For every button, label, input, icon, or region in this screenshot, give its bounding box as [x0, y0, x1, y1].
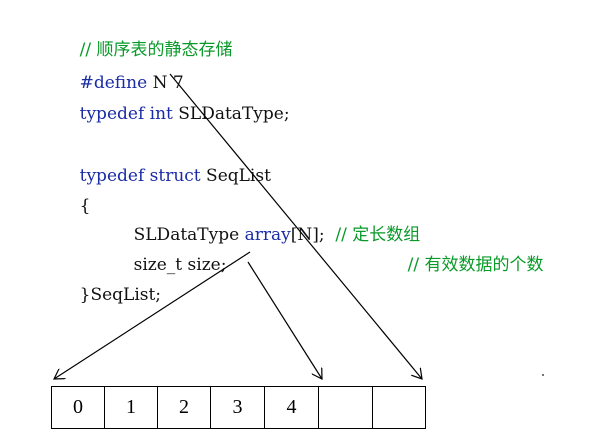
keyword-int: int	[144, 104, 173, 124]
array-comment: // 定长数组	[335, 225, 421, 245]
size-comment: // 有效数据的个数	[407, 255, 544, 275]
code-line-size-comment: // 有效数据的个数	[386, 235, 544, 295]
keyword-define: #define	[79, 73, 148, 93]
array-cell-3: 3	[211, 386, 265, 429]
array-cell-6	[373, 386, 426, 429]
arrow-size-to-end	[247, 261, 322, 379]
arrow-array-to-start	[54, 251, 251, 379]
code-line-typedef-int: typedef int SLDataType;	[58, 84, 290, 144]
code-line-typedef-struct: typedef struct SeqList	[58, 146, 271, 206]
open-brace: {	[79, 196, 91, 216]
array-cell-4: 4	[265, 386, 319, 429]
code-line-array-member: SLDataType array[N]; // 定长数组	[112, 205, 421, 265]
keyword-struct: struct	[144, 166, 201, 186]
array-cell-5	[319, 386, 373, 429]
define-rest: N 7	[147, 73, 184, 93]
array-cell-1: 1	[105, 386, 158, 429]
comment-text: // 顺序表的静态存储	[79, 40, 233, 60]
code-line-close: }SeqList;	[58, 265, 161, 325]
close-struct: }SeqList;	[79, 285, 162, 305]
keyword-typedef-2: typedef	[79, 166, 145, 186]
keyword-typedef: typedef	[79, 104, 145, 124]
struct-name: SeqList	[200, 166, 271, 186]
array-cell-0: 0	[51, 386, 105, 429]
member-type: SLDataType	[133, 225, 240, 245]
size-declaration: size_t size;	[133, 255, 227, 275]
arrow-n-to-capacity-end	[169, 73, 422, 379]
typedef-rest: SLDataType;	[172, 104, 290, 124]
member-array: array	[239, 225, 291, 245]
code-line-open-brace: {	[58, 176, 91, 236]
code-line-define: #define N 7	[58, 53, 184, 113]
array-cell-2: 2	[158, 386, 211, 429]
code-line-comment: // 顺序表的静态存储	[58, 20, 233, 80]
code-line-size-member: size_t size;	[112, 235, 227, 295]
stray-dot	[542, 374, 544, 376]
